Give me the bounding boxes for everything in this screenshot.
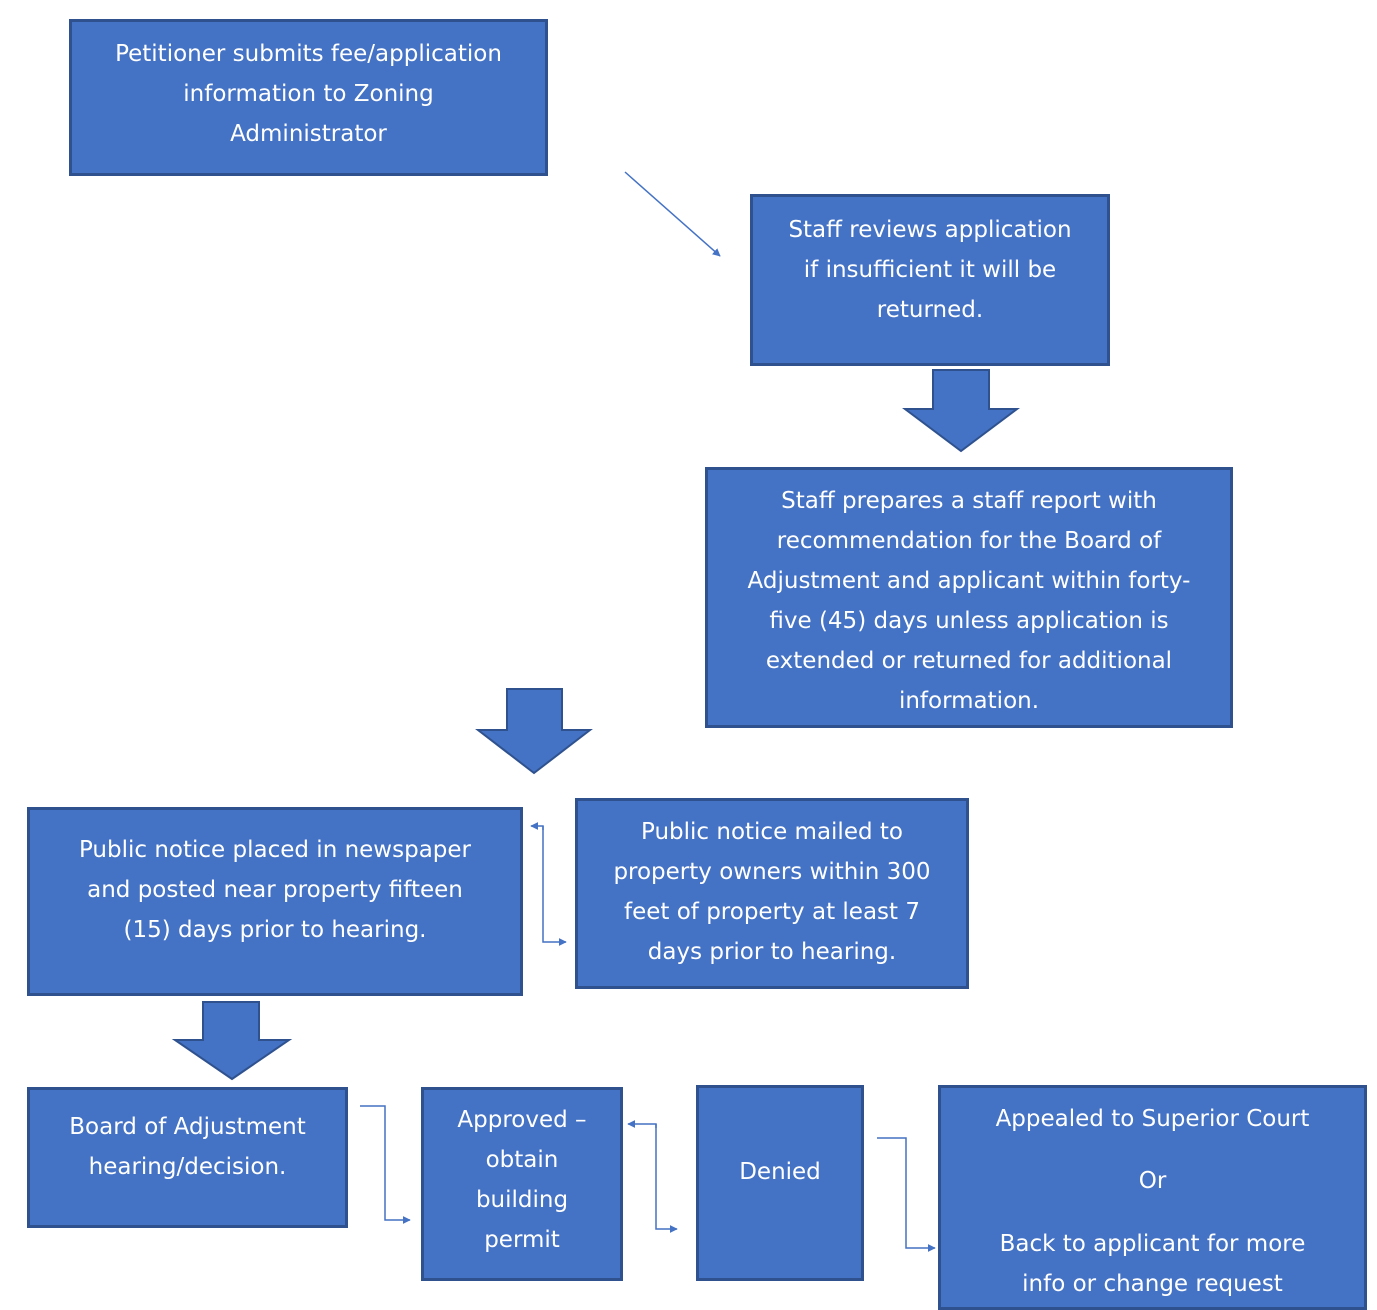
outcome-approved-line-4: permit bbox=[484, 1227, 560, 1253]
block-arrow-report-to-notices bbox=[475, 688, 593, 775]
step-review-line-3: returned. bbox=[876, 297, 984, 323]
outcome-appealed-or: Or bbox=[1138, 1168, 1167, 1194]
arrow-notices-link bbox=[542, 826, 567, 946]
step-submit-line-3: Administrator bbox=[230, 121, 387, 147]
step-review-line-1: Staff reviews application bbox=[788, 217, 1072, 243]
step-report-box: Staff prepares a staff report with recom… bbox=[705, 467, 1233, 728]
arrow-notices-link-back bbox=[530, 822, 544, 830]
outcome-denied-box: Denied bbox=[696, 1085, 864, 1281]
outcome-approved-line-1: Approved – bbox=[457, 1107, 587, 1133]
outcome-appealed-line-1: Appealed to Superior Court bbox=[995, 1106, 1310, 1132]
step-review-line-2: if insufficient it will be bbox=[803, 257, 1057, 283]
step-review-box: Staff reviews application if insufficien… bbox=[750, 194, 1110, 366]
step-hearing-line-2: hearing/decision. bbox=[88, 1154, 287, 1180]
step-submit-line-1: Petitioner submits fee/application bbox=[115, 41, 502, 67]
arrow-hearing-to-approved bbox=[360, 1105, 411, 1224]
step-hearing-box: Board of Adjustment hearing/decision. bbox=[27, 1087, 348, 1228]
outcome-denied-label: Denied bbox=[739, 1159, 821, 1185]
step-report-line-6: information. bbox=[898, 688, 1040, 714]
arrow-denied-to-approved bbox=[627, 1120, 657, 1128]
step-mailed-line-1: Public notice mailed to bbox=[641, 819, 903, 845]
step-newspaper-notice-box: Public notice placed in newspaper and po… bbox=[27, 807, 523, 996]
step-report-line-3: Adjustment and applicant within forty- bbox=[747, 568, 1191, 594]
arrow-submit-to-review bbox=[624, 171, 721, 257]
step-report-line-4: five (45) days unless application is bbox=[769, 608, 1169, 634]
outcome-approved-line-3: building bbox=[475, 1187, 569, 1213]
step-newspaper-line-2: and posted near property fifteen bbox=[87, 877, 463, 903]
outcome-appealed-line-3: Back to applicant for more bbox=[999, 1231, 1306, 1257]
step-report-line-1: Staff prepares a staff report with bbox=[781, 488, 1157, 514]
arrow-denied-to-appealed bbox=[877, 1137, 936, 1252]
step-newspaper-line-1: Public notice placed in newspaper bbox=[78, 837, 472, 863]
block-arrow-notice-to-hearing bbox=[171, 1001, 293, 1081]
block-arrow-review-to-report bbox=[902, 369, 1020, 453]
arrow-approved-to-denied bbox=[655, 1124, 678, 1233]
step-submit-box: Petitioner submits fee/application infor… bbox=[69, 19, 548, 176]
outcome-appealed-line-4: info or change request bbox=[1022, 1271, 1283, 1297]
outcome-approved-line-2: obtain bbox=[485, 1147, 559, 1173]
step-hearing-line-1: Board of Adjustment bbox=[69, 1114, 306, 1140]
step-report-line-2: recommendation for the Board of bbox=[776, 528, 1162, 554]
outcome-appealed-box: Appealed to Superior Court Or Back to ap… bbox=[938, 1085, 1367, 1310]
step-mailed-line-2: property owners within 300 bbox=[613, 859, 931, 885]
step-mailed-notice-box: Public notice mailed to property owners … bbox=[575, 798, 969, 989]
step-mailed-line-4: days prior to hearing. bbox=[647, 939, 897, 965]
step-submit-line-2: information to Zoning bbox=[183, 81, 434, 107]
outcome-approved-box: Approved – obtain building permit bbox=[421, 1087, 623, 1281]
step-report-line-5: extended or returned for additional bbox=[765, 648, 1173, 674]
step-mailed-line-3: feet of property at least 7 bbox=[624, 899, 920, 925]
step-newspaper-line-3: (15) days prior to hearing. bbox=[123, 917, 427, 943]
